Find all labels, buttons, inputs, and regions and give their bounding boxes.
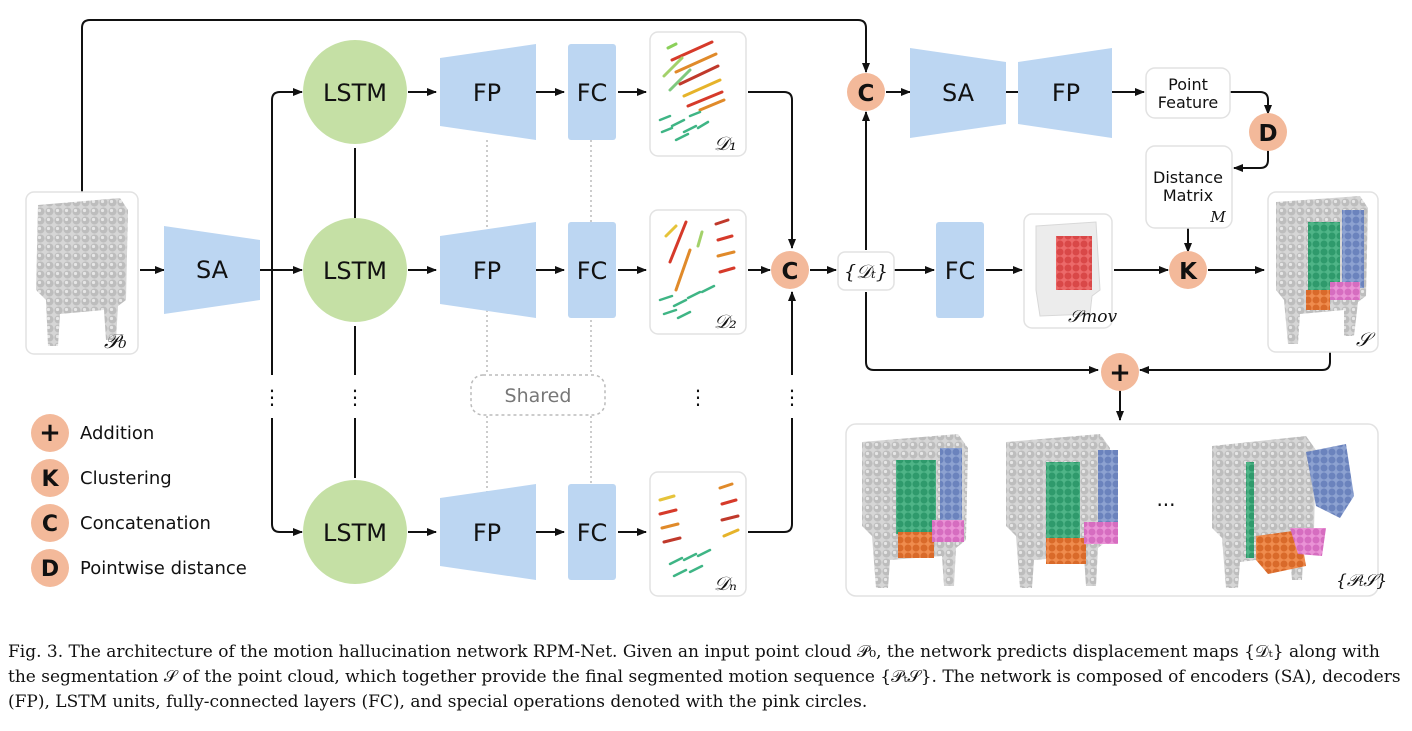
shared-label: Shared	[505, 385, 572, 407]
distance-matrix-box: Distance Matrix M	[1145, 145, 1233, 229]
output-frame-1	[862, 434, 968, 588]
legend-symbol-circle	[31, 504, 69, 542]
cluster-symbol: K	[1179, 259, 1198, 285]
lstm-unit-1: LSTM	[303, 40, 407, 144]
pts-label: {𝒫ₜ𝒮}	[1336, 571, 1387, 591]
fc-layer-segmentation: FC	[936, 222, 984, 318]
fc-label: FC	[577, 257, 608, 285]
concat-op-middle: C	[771, 251, 809, 289]
distance-symbol: D	[1258, 121, 1277, 147]
output-frame-n	[1212, 436, 1354, 588]
branch-down-2	[271, 418, 303, 536]
smov-label: 𝒮mov	[1068, 307, 1118, 327]
moving-part-mask: 𝒮mov	[1023, 213, 1118, 329]
legend-label: Pointwise distance	[80, 558, 247, 579]
output-ellipsis: ...	[1156, 487, 1175, 511]
vertical-dots: ⋮	[345, 385, 365, 409]
architecture-diagram: Shared 𝒫₀ SA LSTM LSTM LSTM FP FP FP FC	[25, 19, 1387, 597]
vertical-dots: ⋮	[262, 385, 282, 409]
dn-label: 𝒟ₙ	[714, 573, 737, 595]
fp-decoder-1: FP	[440, 44, 536, 140]
lstm-label: LSTM	[323, 519, 387, 547]
lstm-label: LSTM	[323, 79, 387, 107]
s-to-plus	[1139, 352, 1331, 374]
input-point-cloud: 𝒫₀	[25, 191, 139, 355]
branch-up	[271, 88, 303, 270]
vertical-dots: ⋮	[688, 385, 708, 409]
legend-symbol: D	[41, 557, 59, 582]
legend-label: Addition	[80, 423, 154, 444]
vertical-dots: ⋮	[782, 385, 802, 409]
fp-label: FP	[473, 79, 501, 107]
fc-label: FC	[577, 79, 608, 107]
dt-to-plus	[865, 292, 1099, 374]
fp-label: FP	[1052, 79, 1080, 107]
distance-matrix-label: Distance	[1153, 168, 1223, 187]
legend-symbol: +	[39, 418, 61, 448]
legend-item: K Clustering	[31, 459, 172, 497]
fc-layer-2: FC	[568, 222, 616, 318]
d-to-dm	[1233, 150, 1269, 172]
fc-layer-n: FC	[568, 484, 616, 580]
displacement-set: {𝒟ₜ}	[837, 251, 895, 291]
fp-decoder-n: FP	[440, 484, 536, 580]
pf-to-d	[1230, 91, 1272, 115]
displacement-map-2: 𝒟₂	[649, 209, 747, 335]
legend-symbol: K	[41, 467, 59, 492]
dt-set-label: {𝒟ₜ}	[844, 261, 888, 283]
output-motion-sequence: ... {𝒫ₜ𝒮}	[845, 423, 1387, 597]
cluster-op: K	[1169, 251, 1207, 289]
skip-connection-line	[81, 19, 870, 192]
d2-label: 𝒟₂	[714, 311, 737, 333]
legend-label: Clustering	[80, 468, 172, 489]
dn-to-c	[748, 418, 793, 533]
p0-label: 𝒫₀	[104, 329, 126, 353]
fc-label: FC	[577, 519, 608, 547]
legend-item: C Concatenation	[31, 504, 211, 542]
legend-symbol: C	[42, 512, 58, 537]
legend-item: + Addition	[31, 414, 154, 452]
segmentation-result: 𝒮	[1267, 191, 1379, 353]
legend-label: Concatenation	[80, 513, 211, 534]
displacement-map-1: 𝒟₁	[649, 31, 747, 157]
addition-op: +	[1101, 353, 1139, 391]
sa-encoder-block: SA	[164, 226, 260, 314]
connectors	[81, 19, 1331, 536]
lstm-label: LSTM	[323, 257, 387, 285]
sa-encoder-top: SA	[910, 48, 1006, 138]
legend-symbol-circle	[31, 549, 69, 587]
concat-op-top: C	[847, 73, 885, 111]
lstm-unit-n: LSTM	[303, 480, 407, 584]
fc-label: FC	[945, 257, 976, 285]
distance-matrix-label: Matrix	[1163, 186, 1213, 205]
m-label: M	[1209, 208, 1226, 226]
shared-box	[470, 374, 606, 416]
concat-symbol: C	[782, 259, 799, 285]
fc-layer-1: FC	[568, 44, 616, 140]
sa-label: SA	[196, 256, 229, 284]
figure-caption: Fig. 3. The architecture of the motion h…	[8, 640, 1404, 715]
legend-item: D Pointwise distance	[31, 549, 247, 587]
point-feature-label: Point	[1168, 75, 1208, 94]
fp-label: FP	[473, 257, 501, 285]
fp-decoder-2: FP	[440, 222, 536, 318]
fp-decoder-top: FP	[1018, 48, 1112, 138]
lstm-unit-2: LSTM	[303, 218, 407, 322]
concat-symbol: C	[858, 81, 875, 107]
caption-text: Fig. 3. The architecture of the motion h…	[8, 642, 1401, 712]
output-frame-2	[1006, 434, 1118, 588]
d1-label: 𝒟₁	[714, 133, 737, 155]
distance-op: D	[1249, 113, 1287, 151]
add-symbol: +	[1109, 358, 1131, 388]
legend-symbol-circle	[31, 414, 69, 452]
point-feature-label: Feature	[1158, 93, 1218, 112]
fp-label: FP	[473, 519, 501, 547]
point-feature-box: Point Feature	[1145, 67, 1231, 119]
sa-label: SA	[942, 79, 975, 107]
legend-symbol-circle	[31, 459, 69, 497]
displacement-map-n: 𝒟ₙ	[649, 471, 747, 597]
d1-to-c	[748, 91, 796, 249]
